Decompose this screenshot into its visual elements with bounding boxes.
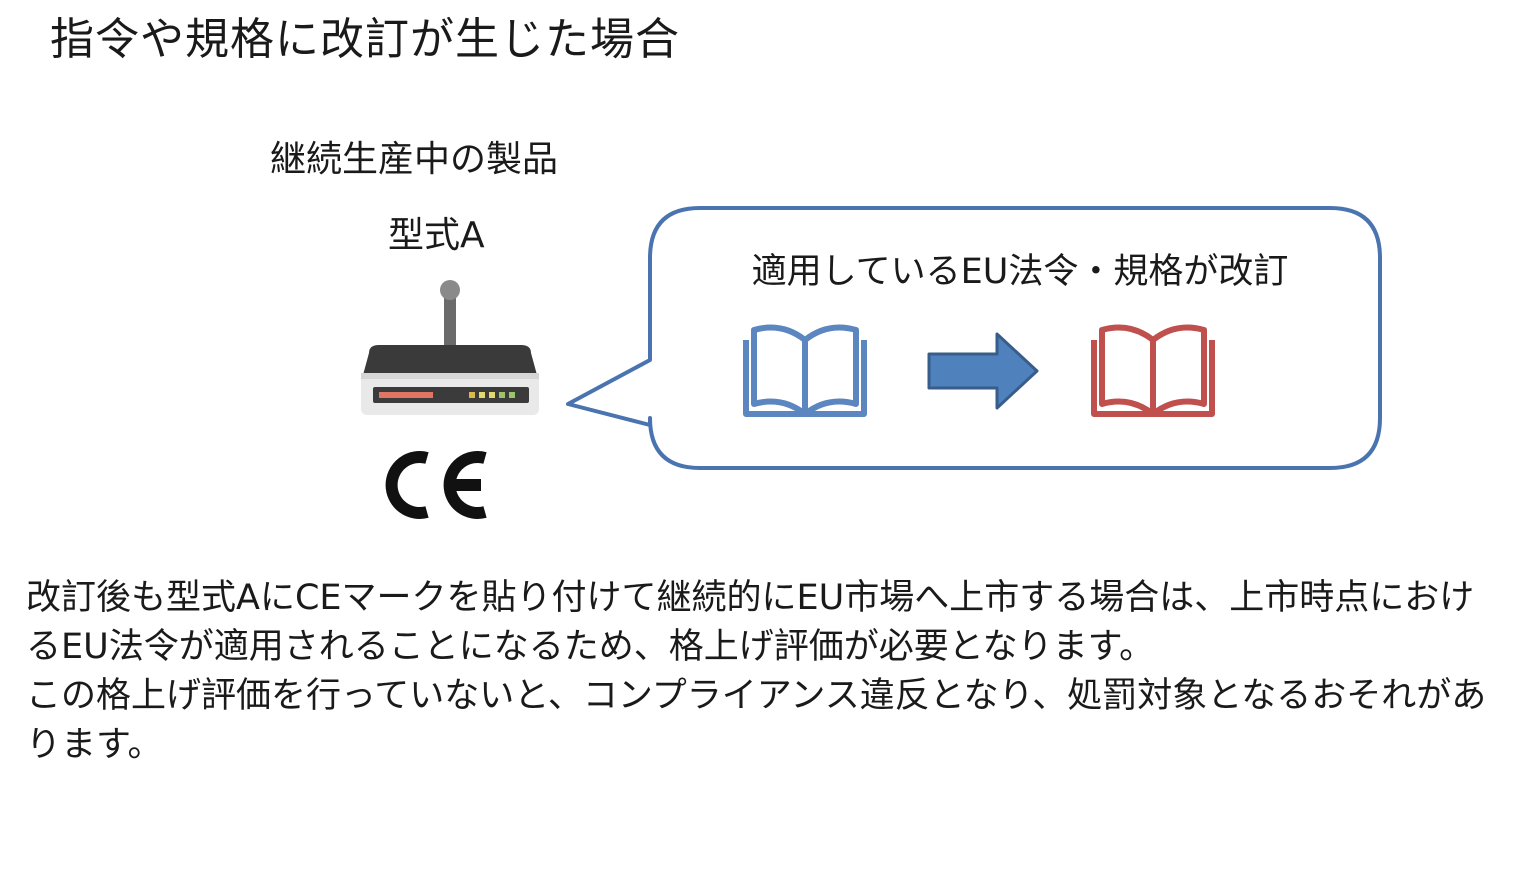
model-label: 型式A [388, 215, 485, 256]
right-arrow-icon [927, 332, 1039, 410]
page-title: 指令や規格に改訂が生じた場合 [50, 14, 680, 65]
product-caption: 継続生産中の製品 [270, 139, 559, 180]
wireless-router-icon [361, 280, 539, 415]
explanation-paragraph-2: この格上げ評価を行っていないと、コンプライアンス違反となり、処罰対象となるおそれ… [26, 676, 1487, 765]
explanation-text: 改訂後も型式AにCEマークを貼り付けて継続的にEU市場へ上市する場合は、上市時点… [26, 574, 1506, 770]
open-book-icon [743, 324, 867, 417]
open-book-icon [1091, 324, 1215, 417]
explanation-paragraph-1: 改訂後も型式AにCEマークを貼り付けて継続的にEU市場へ上市する場合は、上市時点… [26, 578, 1475, 667]
callout-text: 適用しているEU法令・規格が改訂 [751, 252, 1289, 292]
ce-mark-icon [385, 451, 487, 519]
